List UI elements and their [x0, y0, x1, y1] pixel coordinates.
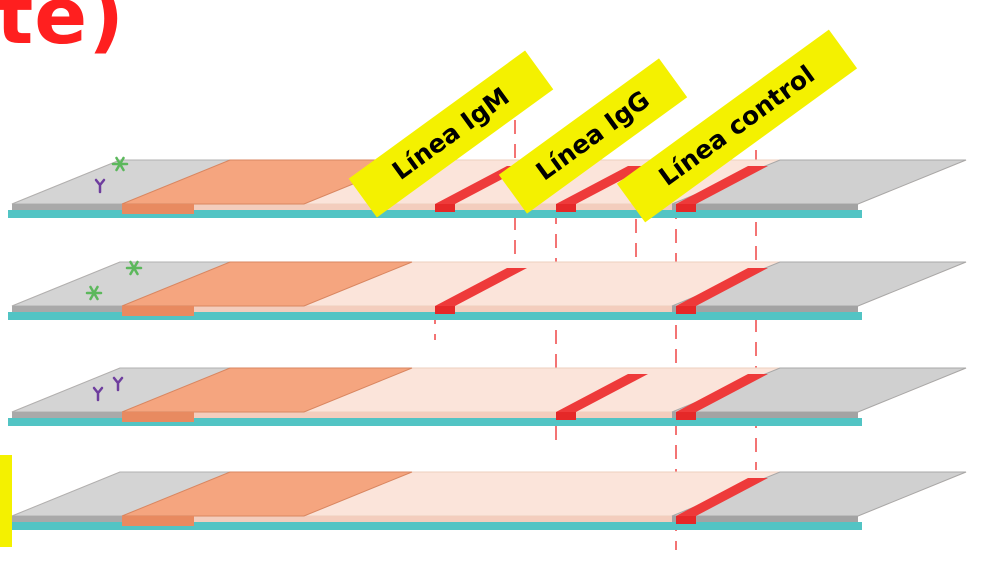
igm-test-line	[435, 268, 527, 306]
control-line-edge	[676, 204, 696, 212]
antigen-icon	[85, 285, 103, 301]
antibody-y-stroke	[94, 178, 106, 194]
antigen-spoke	[132, 260, 139, 270]
heading-fragment: te)	[0, 0, 125, 62]
antigen-icon	[111, 156, 129, 172]
strip-membrane-edge	[12, 412, 858, 418]
conjugate-pad-edge	[122, 412, 194, 422]
control-line	[676, 374, 768, 412]
control-line	[676, 268, 768, 306]
conjugate-pad	[121, 367, 413, 413]
strip-membrane-edge	[12, 516, 858, 522]
igg-test-line	[556, 166, 648, 204]
control-line-edge	[676, 306, 696, 314]
igg-test-line	[556, 374, 648, 412]
antibody-y-icon	[92, 386, 104, 402]
absorbent-pad-edge	[672, 204, 858, 210]
antigen-spoke	[92, 285, 99, 295]
antibody-y-icon	[94, 178, 106, 194]
antibody-y-stroke	[92, 386, 104, 402]
test-strip	[8, 471, 967, 530]
igg-test-line-edge	[556, 412, 576, 420]
conjugate-pad-edge	[122, 204, 194, 214]
antigen-icon	[125, 260, 143, 276]
control-line	[676, 478, 768, 516]
conjugate-pad-edge	[122, 516, 194, 526]
strip-base	[8, 418, 862, 426]
conjugate-pad	[121, 471, 413, 517]
conjugate-pad	[121, 261, 413, 307]
antigen-spoke	[118, 156, 125, 166]
sample-pad-edge	[12, 516, 130, 522]
antibody-y-stroke	[112, 376, 124, 392]
absorbent-pad-edge	[672, 516, 858, 522]
test-strip	[8, 367, 967, 426]
control-line-edge	[676, 412, 696, 420]
sample-pad-edge	[12, 306, 130, 312]
absorbent-pad-edge	[672, 412, 858, 418]
control-line	[676, 166, 768, 204]
cropped-label-fragment	[0, 455, 12, 547]
conjugate-pad-edge	[122, 306, 194, 316]
strip-base	[8, 312, 862, 320]
antibody-y-icon	[112, 376, 124, 392]
control-line-edge	[676, 516, 696, 524]
test-strip	[8, 156, 967, 218]
igm-test-line-edge	[435, 306, 455, 314]
sample-pad-edge	[12, 204, 130, 210]
strip-base	[8, 522, 862, 530]
test-strip	[8, 260, 967, 320]
igg-test-line-edge	[556, 204, 576, 212]
sample-pad-edge	[12, 412, 130, 418]
absorbent-pad-edge	[672, 306, 858, 312]
igm-test-line-edge	[435, 204, 455, 212]
